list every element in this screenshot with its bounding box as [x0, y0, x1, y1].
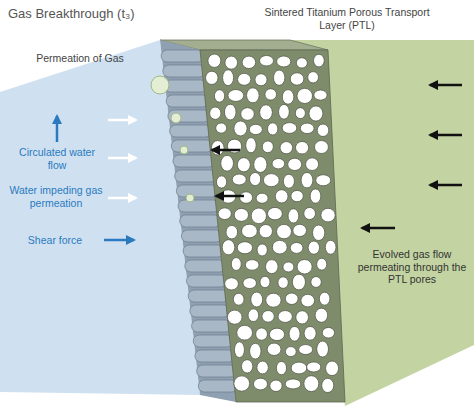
gas-arrow	[430, 184, 462, 187]
ptl-pores	[206, 54, 339, 393]
gas-arrow	[362, 227, 395, 230]
label-text: Permeation of Gas	[20, 52, 140, 65]
water-arrow	[108, 157, 136, 160]
label-text: Sintered Titanium Porous Transport Layer…	[252, 6, 442, 31]
shear-arrow	[104, 239, 134, 242]
label-text: Shear force	[10, 234, 100, 247]
gas-arrow	[430, 134, 462, 137]
gas-arrow	[212, 149, 240, 152]
gas-bubbles	[151, 76, 194, 202]
label-text: Evolved gas flow permeating through the …	[354, 248, 470, 286]
water-arrow	[108, 119, 136, 122]
water-arrow	[108, 197, 136, 200]
gas-arrow	[430, 84, 462, 87]
label-text: Water impeding gas permeation	[8, 184, 104, 209]
ptl-front	[200, 50, 345, 402]
flow-arrow	[56, 116, 59, 142]
diagram-title: Gas Breakthrough (t₃)	[8, 6, 135, 21]
gas-arrow	[216, 195, 244, 198]
label-text: Circulated water flow	[12, 146, 102, 171]
